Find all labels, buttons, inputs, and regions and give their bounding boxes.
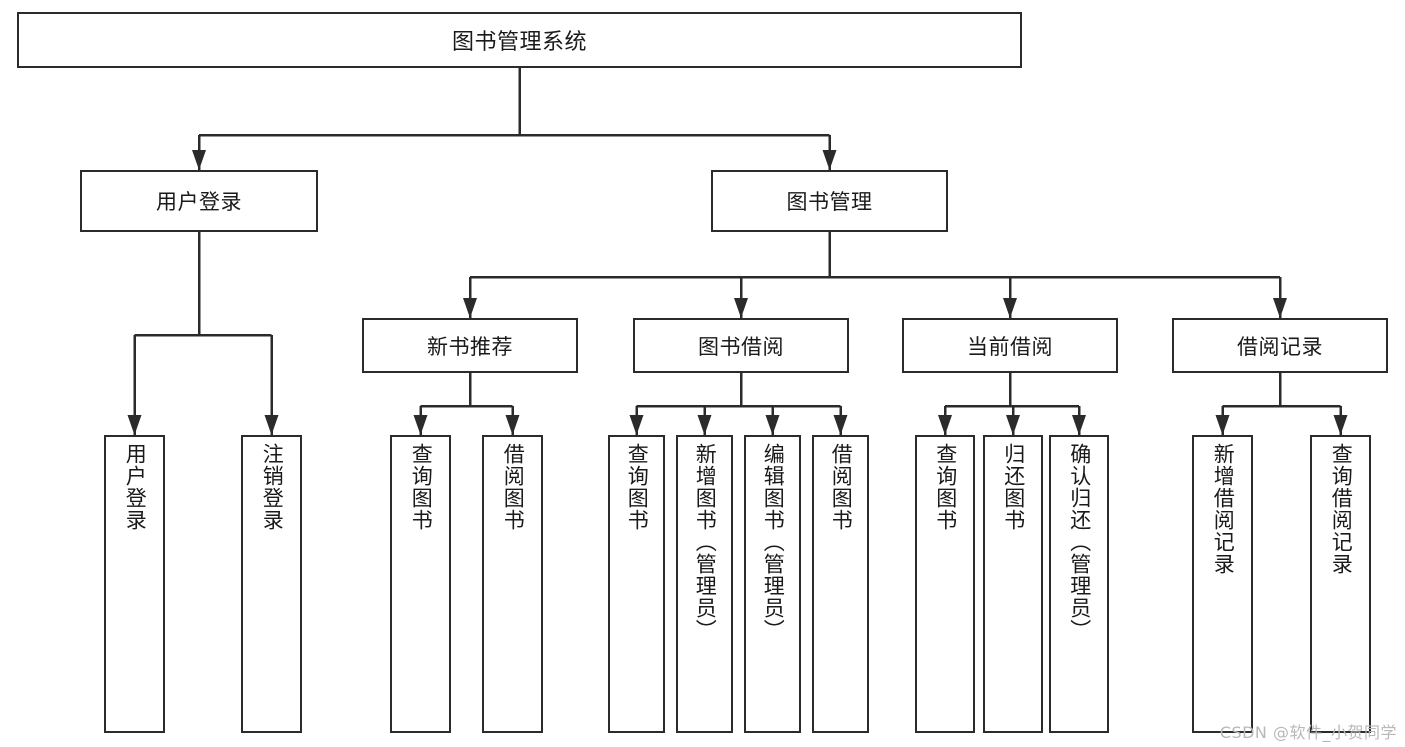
node-label: 借阅记录 bbox=[1237, 334, 1323, 359]
node-label: 用户登录 bbox=[156, 190, 242, 214]
node-leaf-nb-query[interactable]: 查询图书 bbox=[390, 435, 451, 733]
arrowhead-leaf-nb-query bbox=[413, 415, 428, 435]
node-leaf-rc-query[interactable]: 查询借阅记录 bbox=[1310, 435, 1371, 733]
arrowhead-current bbox=[1003, 298, 1017, 318]
arrowhead-leaf-cu-confirm bbox=[1072, 415, 1086, 435]
arrowhead-leaf-cu-return bbox=[1006, 415, 1020, 435]
node-label: 归还图书 bbox=[1001, 443, 1026, 531]
node-label: 新增借阅记录 bbox=[1211, 443, 1236, 575]
arrowhead-newbook bbox=[463, 298, 477, 318]
arrowhead-leaf-rc-add bbox=[1215, 415, 1230, 435]
arrowhead-leaf-bw-edit bbox=[765, 415, 780, 435]
node-label: 图书借阅 bbox=[698, 334, 784, 359]
node-label: 新增图书（管理员） bbox=[693, 443, 718, 641]
node-label: 借阅图书 bbox=[829, 443, 854, 531]
node-label: 注销登录 bbox=[260, 443, 285, 531]
node-label: 图书管理 bbox=[786, 190, 873, 214]
node-leaf-cu-confirm[interactable]: 确认归还（管理员） bbox=[1049, 435, 1109, 733]
node-bookmgr[interactable]: 图书管理 bbox=[711, 170, 948, 232]
node-records[interactable]: 借阅记录 bbox=[1172, 318, 1388, 373]
node-leaf-nb-borrow[interactable]: 借阅图书 bbox=[482, 435, 543, 733]
node-label: 当前借阅 bbox=[967, 334, 1053, 359]
node-label: 查询图书 bbox=[625, 443, 650, 531]
arrowhead-records bbox=[1273, 298, 1287, 318]
node-leaf-bw-borrow[interactable]: 借阅图书 bbox=[812, 435, 869, 733]
arrowhead-leaf-logout bbox=[264, 415, 279, 435]
arrowhead-leaf-login bbox=[127, 415, 142, 435]
node-label: 用户登录 bbox=[123, 443, 148, 531]
arrowhead-login bbox=[192, 150, 206, 170]
node-leaf-cu-return[interactable]: 归还图书 bbox=[983, 435, 1043, 733]
node-label: 编辑图书（管理员） bbox=[761, 443, 786, 641]
node-root[interactable]: 图书管理系统 bbox=[17, 12, 1022, 68]
node-label: 确认归还（管理员） bbox=[1067, 443, 1092, 641]
arrowhead-bookmgr bbox=[822, 150, 837, 170]
node-login[interactable]: 用户登录 bbox=[80, 170, 318, 232]
node-leaf-rc-add[interactable]: 新增借阅记录 bbox=[1192, 435, 1253, 733]
node-current[interactable]: 当前借阅 bbox=[902, 318, 1118, 373]
node-leaf-bw-query[interactable]: 查询图书 bbox=[608, 435, 665, 733]
node-leaf-login[interactable]: 用户登录 bbox=[104, 435, 165, 733]
node-label: 新书推荐 bbox=[427, 334, 513, 359]
arrowhead-leaf-bw-borrow bbox=[833, 415, 848, 435]
node-label: 查询图书 bbox=[933, 443, 958, 531]
node-borrow[interactable]: 图书借阅 bbox=[633, 318, 849, 373]
node-leaf-logout[interactable]: 注销登录 bbox=[241, 435, 302, 733]
arrowhead-leaf-rc-query bbox=[1333, 415, 1348, 435]
node-label: 查询借阅记录 bbox=[1329, 443, 1354, 575]
arrowhead-leaf-bw-query bbox=[629, 415, 644, 435]
node-label: 查询图书 bbox=[409, 443, 434, 531]
node-leaf-bw-edit[interactable]: 编辑图书（管理员） bbox=[744, 435, 801, 733]
node-label: 借阅图书 bbox=[501, 443, 526, 531]
arrowhead-leaf-nb-borrow bbox=[505, 415, 520, 435]
arrowhead-leaf-cu-query bbox=[938, 415, 952, 435]
node-newbook[interactable]: 新书推荐 bbox=[362, 318, 578, 373]
arrowhead-leaf-bw-add bbox=[697, 415, 712, 435]
watermark: CSDN @软件_小贺同学 bbox=[1219, 723, 1397, 742]
arrowhead-borrow bbox=[734, 298, 748, 318]
node-label: 图书管理系统 bbox=[451, 30, 587, 55]
node-leaf-cu-query[interactable]: 查询图书 bbox=[915, 435, 975, 733]
node-leaf-bw-add[interactable]: 新增图书（管理员） bbox=[676, 435, 733, 733]
